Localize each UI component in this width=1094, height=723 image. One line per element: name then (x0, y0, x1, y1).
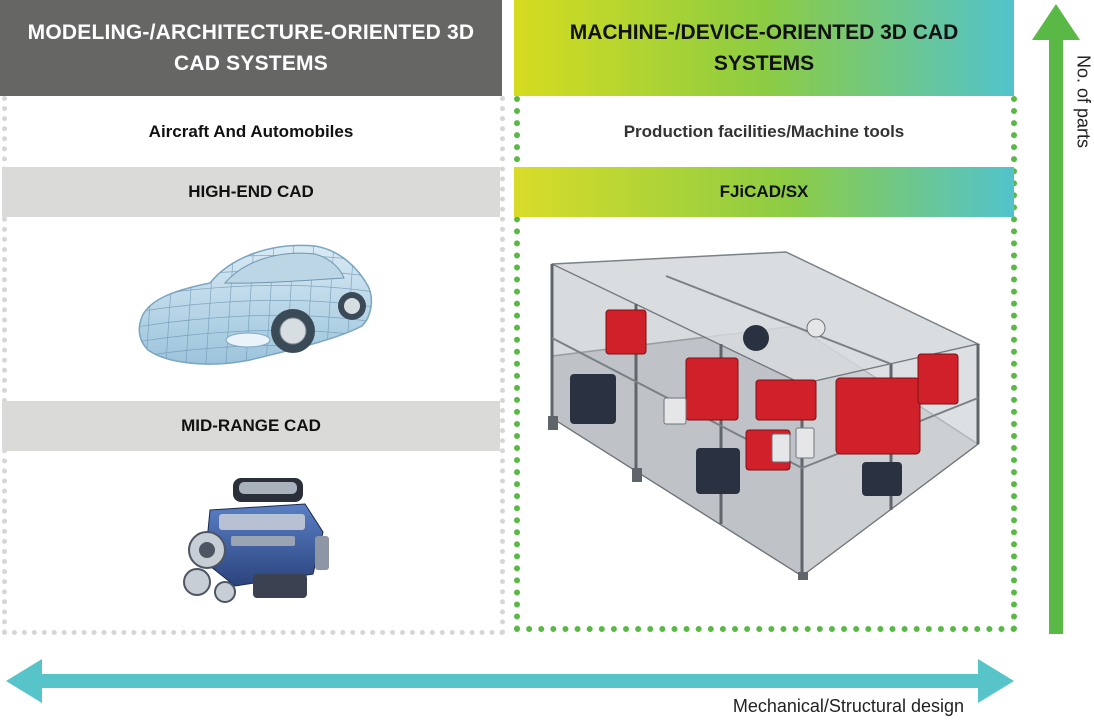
vertical-arrow-icon (1032, 4, 1080, 634)
production-machine-image (548, 251, 981, 580)
horizontal-double-arrow-icon (6, 659, 1014, 703)
car-wireframe-image (138, 244, 373, 365)
left-column-header: MODELING-/ARCHITECTURE-ORIENTED 3D CAD S… (0, 0, 502, 96)
right-column-frame (514, 96, 1017, 632)
vertical-axis-label: No. of parts (1073, 55, 1094, 149)
right-column-header: MACHINE-/DEVICE-ORIENTED 3D CAD SYSTEMS (514, 0, 1014, 96)
left-column-subtitle: Aircraft And Automobiles (148, 122, 354, 141)
mid-range-cad-band: MID-RANGE CAD (2, 401, 500, 451)
high-end-cad-band: HIGH-END CAD (2, 167, 500, 217)
left-column-frame (2, 96, 505, 635)
right-column-subtitle: Production facilities/Machine tools (623, 122, 905, 141)
fjicad-band: FJiCAD/SX (514, 167, 1014, 217)
engine-image (183, 478, 329, 603)
horizontal-axis-label: Mechanical/Structural design (732, 696, 964, 716)
